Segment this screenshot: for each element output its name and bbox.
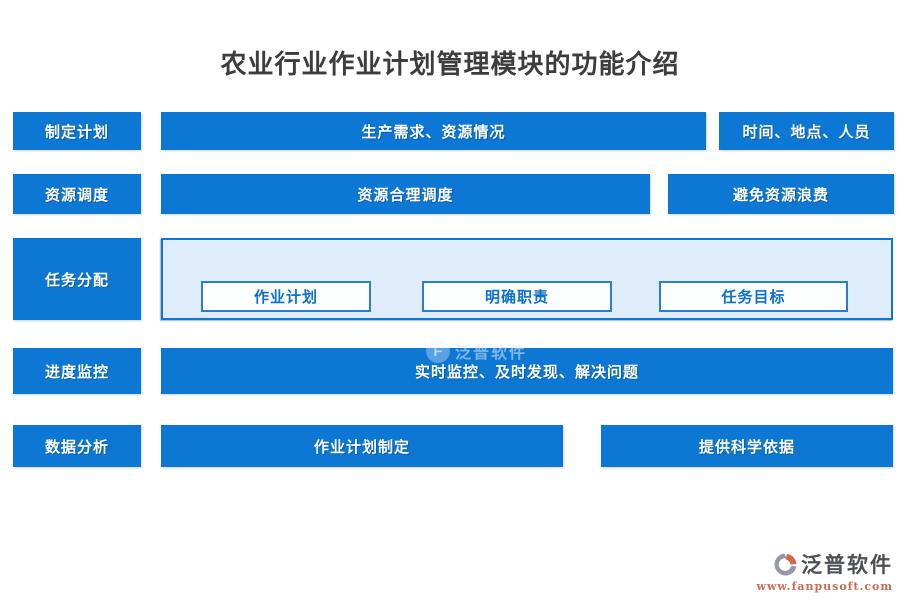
- row-2-cell-rational-scheduling: 资源合理调度: [161, 174, 650, 214]
- row-1-cell-production-needs: 生产需求、资源情况: [161, 112, 706, 150]
- fanpu-logo-icon: [773, 552, 798, 577]
- task-assignment-panel: 作业计划 明确职责 任务目标: [161, 238, 893, 320]
- row-1-label-make-plan: 制定计划: [13, 112, 141, 150]
- row-2-cell-avoid-waste: 避免资源浪费: [668, 174, 894, 214]
- panel-item-work-plan: 作业计划: [201, 281, 371, 312]
- row-5-cell-scientific-basis: 提供科学依据: [601, 425, 893, 467]
- row-1-cell-time-place-people: 时间、地点、人员: [719, 112, 894, 150]
- diagram-title: 农业行业作业计划管理模块的功能介绍: [220, 50, 680, 80]
- row-4-label-progress-monitoring: 进度监控: [13, 348, 141, 394]
- row-4-cell-realtime-monitoring: 实时监控、及时发现、解决问题: [161, 348, 893, 394]
- fanpu-logo: 泛普软件 www.fanpusoft.com: [756, 549, 893, 593]
- panel-item-task-goals: 任务目标: [659, 281, 848, 312]
- row-3-label-task-assignment: 任务分配: [13, 238, 141, 320]
- fanpu-brand-text: 泛普软件: [801, 552, 893, 577]
- panel-item-clear-duties: 明确职责: [422, 281, 612, 312]
- row-5-cell-work-plan-making: 作业计划制定: [161, 425, 563, 467]
- row-2-label-resource-scheduling: 资源调度: [13, 174, 141, 214]
- row-5-label-data-analysis: 数据分析: [13, 425, 141, 467]
- fanpu-website-url: www.fanpusoft.com: [756, 580, 893, 593]
